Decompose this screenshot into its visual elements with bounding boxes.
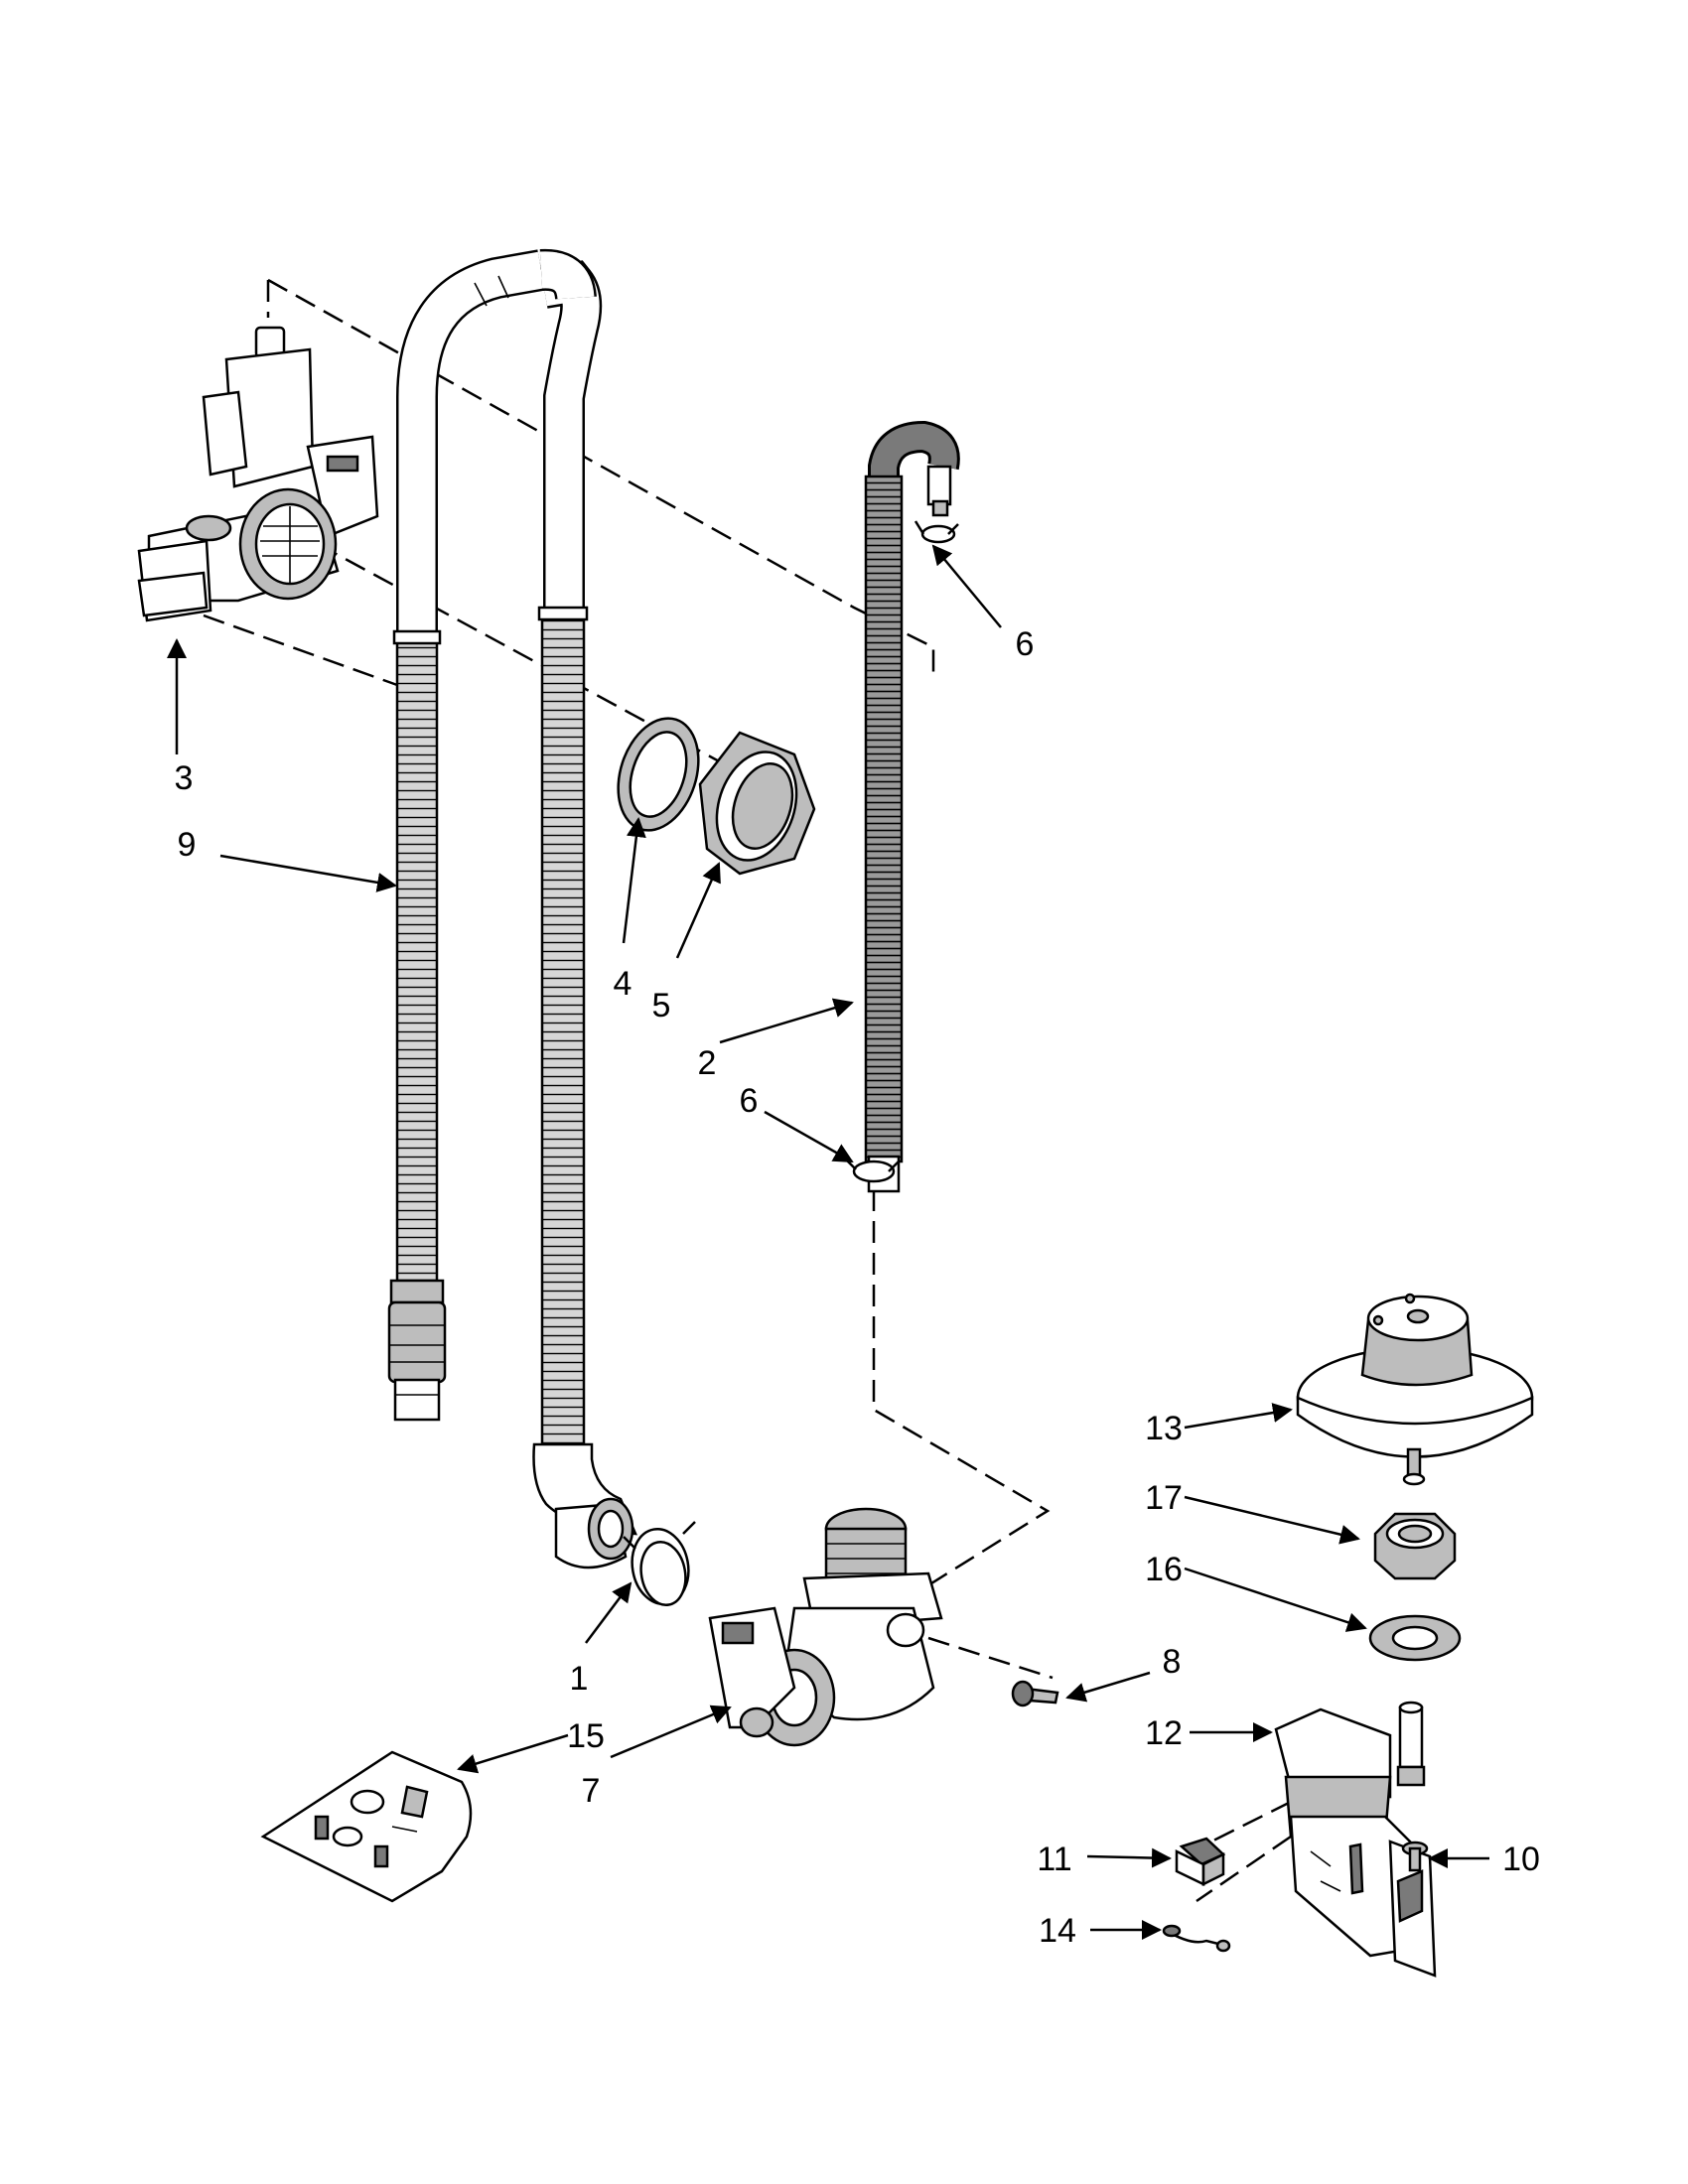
- callout-11: 11: [1037, 1841, 1071, 1878]
- callout-6-top: 6: [1016, 625, 1035, 663]
- callout-17: 17: [1145, 1479, 1183, 1517]
- callout-labels: 1 2 3 4 5 6 6 7 8 9 10 11 12 13 14 15 16…: [175, 625, 1540, 1950]
- float-switch-bracket-part-12: [1274, 1701, 1437, 1978]
- float-part-13: [1296, 1293, 1534, 1486]
- leader-arrows: [167, 544, 1489, 1940]
- callout-1: 1: [570, 1660, 589, 1698]
- callout-7: 7: [582, 1772, 601, 1810]
- callout-9: 9: [178, 826, 197, 864]
- nut-part-17: [1373, 1512, 1457, 1580]
- callout-6-bottom: 6: [740, 1082, 759, 1120]
- screw-part-10: [1401, 1841, 1429, 1872]
- callout-15: 15: [567, 1717, 605, 1755]
- callout-8: 8: [1163, 1643, 1182, 1681]
- hardware-kit-part-15: [260, 1750, 473, 1903]
- callout-13: 13: [1145, 1410, 1183, 1447]
- wire-part-14: [1162, 1924, 1231, 1953]
- callout-14: 14: [1039, 1912, 1076, 1950]
- callout-16: 16: [1145, 1551, 1183, 1588]
- drain-bracket-part-3: [137, 326, 379, 622]
- inlet-valve-part-7: [708, 1507, 943, 1747]
- callout-2: 2: [698, 1044, 717, 1082]
- callout-10: 10: [1502, 1841, 1540, 1878]
- fill-hose-part-2: [864, 420, 960, 1193]
- screw-part-8: [1011, 1680, 1059, 1707]
- hose-clamp-part-1: [623, 1521, 696, 1606]
- callout-12: 12: [1145, 1714, 1183, 1752]
- washer-part-4: [617, 717, 700, 832]
- callout-5: 5: [652, 987, 671, 1024]
- switch-part-11: [1175, 1837, 1226, 1887]
- drain-hose-part-9: [387, 248, 637, 1570]
- callout-3: 3: [175, 759, 194, 797]
- clamp-part-6-top: [914, 520, 959, 544]
- callout-4: 4: [614, 965, 633, 1003]
- washer-part-16: [1368, 1614, 1462, 1662]
- nut-part-5: [698, 731, 816, 876]
